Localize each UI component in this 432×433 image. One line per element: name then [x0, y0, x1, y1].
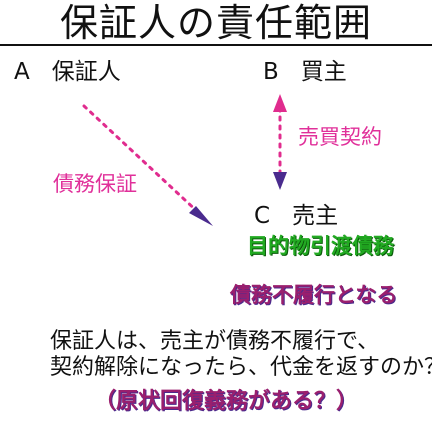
- sales-contract-label: 売買契約: [298, 125, 382, 149]
- guarantee-arrowhead: [189, 206, 213, 226]
- node-a: A 保証人: [14, 58, 121, 86]
- title-underline: [0, 44, 432, 46]
- question-text: 保証人は、売主が債務不履行で、 契約解除になったら、代金を返すのか？: [50, 329, 432, 381]
- question-line-1: 保証人は、売主が債務不履行で、: [50, 329, 380, 354]
- node-c: C 売主: [254, 202, 338, 230]
- node-b-letter: B: [263, 59, 279, 85]
- question-line-3: （原状回復義務がある？）: [94, 389, 359, 414]
- node-b: B 買主: [263, 58, 347, 86]
- obligation-note: 目的物引渡債務: [247, 234, 394, 258]
- guarantee-label: 債務保証: [53, 172, 137, 196]
- sales-contract-arrowhead-bottom: [273, 172, 287, 190]
- guarantee-line: [82, 104, 202, 216]
- default-note: 債務不履行となる: [230, 283, 398, 307]
- node-b-label: 買主: [300, 59, 347, 85]
- sales-contract-arrowhead-top: [273, 94, 287, 112]
- node-c-letter: C: [254, 203, 271, 229]
- page-title: 保証人の責任範囲: [59, 1, 372, 45]
- node-a-label: 保証人: [51, 59, 121, 85]
- node-a-letter: A: [14, 59, 30, 85]
- node-c-label: 売主: [292, 203, 339, 229]
- question-line-2: 契約解除になったら、代金を返すのか？: [50, 355, 432, 380]
